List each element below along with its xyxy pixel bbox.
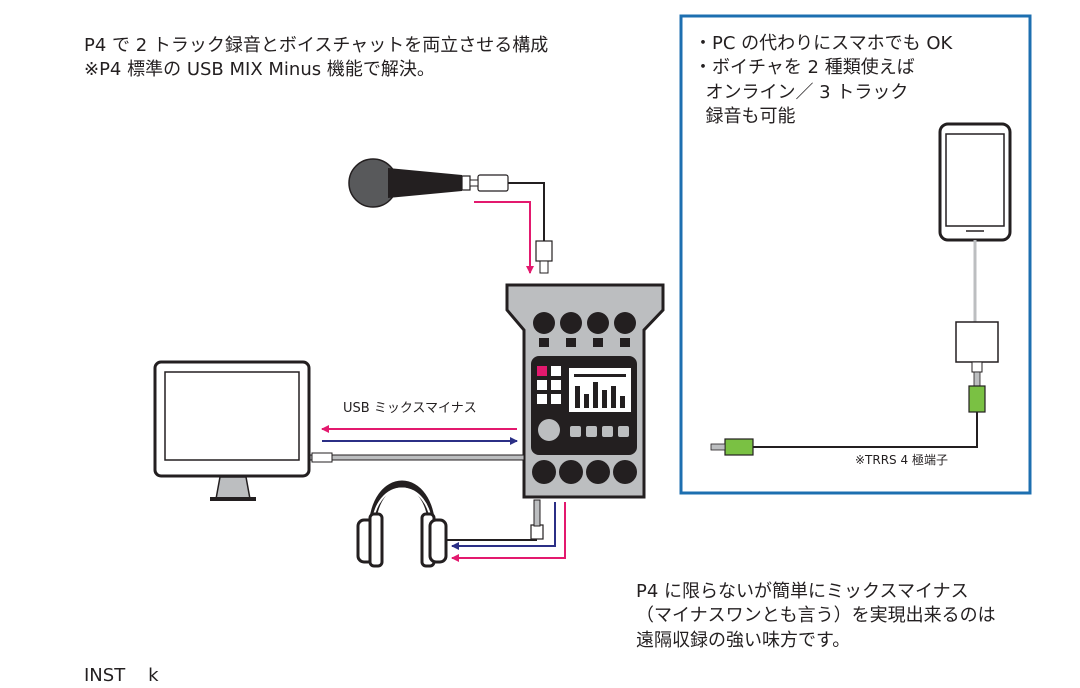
- usb-cable: [309, 454, 525, 461]
- headphones-icon: [356, 480, 448, 568]
- side-note-line-1: ・PC の代わりにスマホでも OK: [694, 33, 953, 54]
- headphone-pink-arrow: [451, 502, 566, 562]
- title-line-1: P4 で 2 トラック録音とボイスチャットを両立させる構成: [84, 35, 549, 56]
- monitor-icon: [153, 360, 311, 501]
- microphone-icon: [348, 158, 509, 208]
- usb-mix-minus-label: USB ミックスマイナス: [343, 401, 477, 416]
- footer-partial-text: INST k: [84, 665, 159, 686]
- trrs-label: ※TRRS 4 極端子: [855, 453, 948, 467]
- trrs-cable: [753, 412, 978, 448]
- bottom-note: P4 に限らないが簡単にミックスマイナス （マイナスワンとも言う）を実現出来るのは…: [636, 580, 996, 653]
- headphone-cable: [446, 505, 537, 541]
- trrs-plug-vertical: [968, 385, 986, 413]
- smartphone-panel-frame: [679, 14, 1032, 495]
- side-note-line-4: 録音も可能: [694, 105, 796, 127]
- bottom-note-line-3: 遠隔収録の強い味方です。: [636, 629, 851, 651]
- bottom-note-line-2: （マイナスワンとも言う）を実現出来るのは: [636, 605, 996, 627]
- mic-signal-arrow: [474, 201, 534, 274]
- smartphone-icon: [938, 122, 1012, 242]
- mic-plug: [535, 240, 553, 262]
- trrs-plug-horizontal: [724, 438, 754, 456]
- bottom-note-line-1: P4 に限らないが簡単にミックスマイナス: [636, 581, 969, 602]
- recorder-icon: [505, 283, 665, 499]
- side-note-line-2: ・ボイチャを 2 種類使えば: [694, 57, 915, 79]
- phone-adapter: [955, 321, 999, 363]
- mic-cable: [508, 182, 545, 241]
- title-line-2: ※P4 標準の USB MIX Minus 機能で解決。: [84, 59, 435, 81]
- headphone-navy-arrow: [451, 502, 556, 550]
- side-note-line-3: オンライン／ 3 トラック: [694, 81, 909, 103]
- side-notes: ・PC の代わりにスマホでも OK ・ボイチャを 2 種類使えば オンライン／ 3…: [694, 32, 952, 129]
- title-block: P4 で 2 トラック録音とボイスチャットを両立させる構成 ※P4 標準の USB…: [84, 34, 548, 83]
